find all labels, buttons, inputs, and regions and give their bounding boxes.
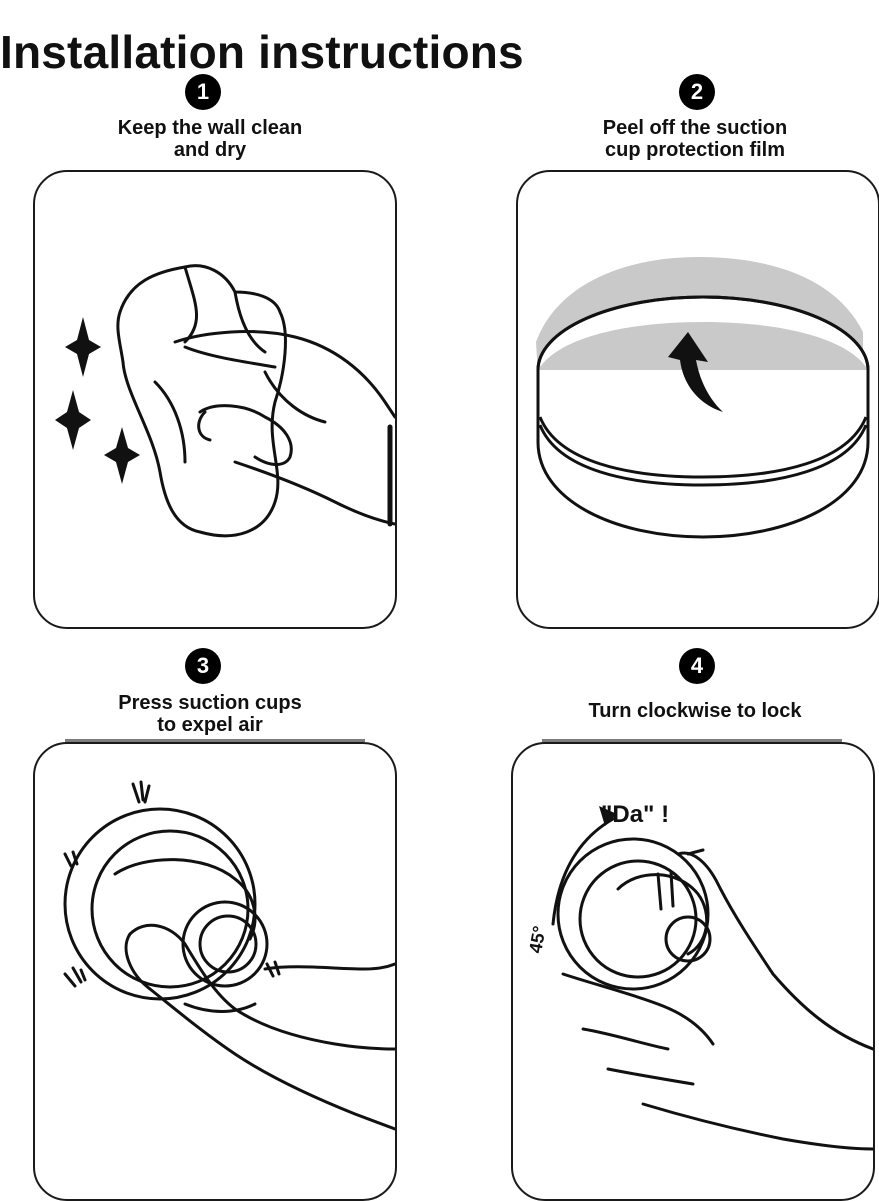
hand-turning-cup-icon: "Da" ! 45°	[525, 801, 873, 1151]
step-2-illustration-panel	[516, 170, 879, 629]
step-caption: Peel off the suction cup protection film	[602, 117, 788, 161]
step-1-illustration-panel	[33, 170, 397, 629]
angle-annotation: 45°	[525, 924, 549, 954]
step-number-badge: 4	[679, 648, 715, 684]
step-4-illustration-panel: "Da" ! 45°	[511, 742, 875, 1201]
hand-pressing-cup-icon	[63, 780, 395, 1131]
page-title: Installation instructions	[0, 25, 524, 78]
hand-wiping-cloth-icon	[55, 264, 395, 538]
step-number-badge: 3	[185, 648, 221, 684]
step-number-badge: 1	[185, 74, 221, 110]
step-3-illustration-panel	[33, 742, 397, 1201]
step-number-badge: 2	[679, 74, 715, 110]
step-caption: Keep the wall clean and dry	[117, 117, 303, 161]
panel-top-rule	[65, 739, 365, 742]
suction-cup-film-icon	[536, 257, 870, 539]
step-caption: Press suction cups to expel air	[118, 692, 302, 736]
panel-top-rule	[542, 739, 842, 742]
step-caption: Turn clockwise to lock	[588, 700, 802, 722]
